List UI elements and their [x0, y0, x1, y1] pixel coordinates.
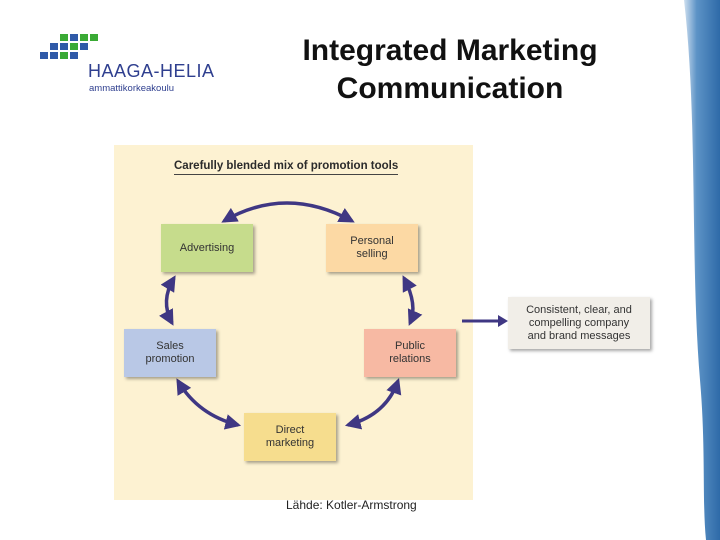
cycle-arrows [159, 201, 423, 430]
arrow-personal-selling-public-relations [402, 275, 423, 326]
slide-title-line-2: Communication [336, 72, 564, 105]
tool-direct-marketing-line-2: marketing [265, 437, 315, 449]
haaga-helia-logo: HAAGA-HELIA ammattikorkeakoulu [38, 30, 214, 100]
outcome-box: Consistent, clear, and compelling compan… [508, 297, 650, 349]
arrow-sales-promotion-advertising [159, 275, 176, 326]
decorative-side-band [684, 0, 720, 540]
tool-public-relations-line-2: relations [389, 353, 431, 365]
outcome-arrow [462, 315, 508, 327]
tool-direct-marketing-line-1: Direct [275, 424, 305, 436]
outcome-line-2: compelling company [528, 316, 630, 329]
source-citation: Lähde: Kotler-Armstrong [286, 498, 417, 512]
diagram-heading: Carefully blended mix of promotion tools [174, 160, 399, 175]
tool-sales-promotion: Sales promotion [124, 329, 216, 377]
slide-title-line-1: Integrated Marketing [302, 34, 598, 67]
logo-mark-icon [40, 34, 98, 59]
arrow-direct-marketing-sales-promotion [176, 378, 242, 430]
tool-personal-selling-line-1: Personal [350, 235, 394, 247]
tool-advertising-label: Advertising [179, 241, 235, 254]
tool-sales-promotion-line-1: Sales [156, 340, 184, 352]
tool-personal-selling: Personal selling [326, 224, 418, 272]
outcome-line-3: and brand messages [527, 329, 631, 342]
logo-name: HAAGA-HELIA [88, 61, 215, 81]
tool-personal-selling-line-2: selling [356, 248, 388, 260]
tool-advertising: Advertising [161, 224, 253, 272]
tool-sales-promotion-line-2: promotion [145, 353, 195, 365]
arrow-public-relations-direct-marketing [344, 378, 402, 430]
outcome-line-1: Consistent, clear, and [526, 303, 632, 316]
tool-public-relations-line-1: Public [395, 340, 425, 352]
slide-title: Integrated Marketing Communication [270, 32, 630, 108]
tool-direct-marketing: Direct marketing [244, 413, 336, 461]
promotion-mix-diagram: Carefully blended mix of promotion tools… [114, 145, 473, 500]
tool-public-relations: Public relations [364, 329, 456, 377]
arrow-advertising-personal-selling [221, 201, 355, 223]
logo-subtitle: ammattikorkeakoulu [89, 83, 175, 94]
